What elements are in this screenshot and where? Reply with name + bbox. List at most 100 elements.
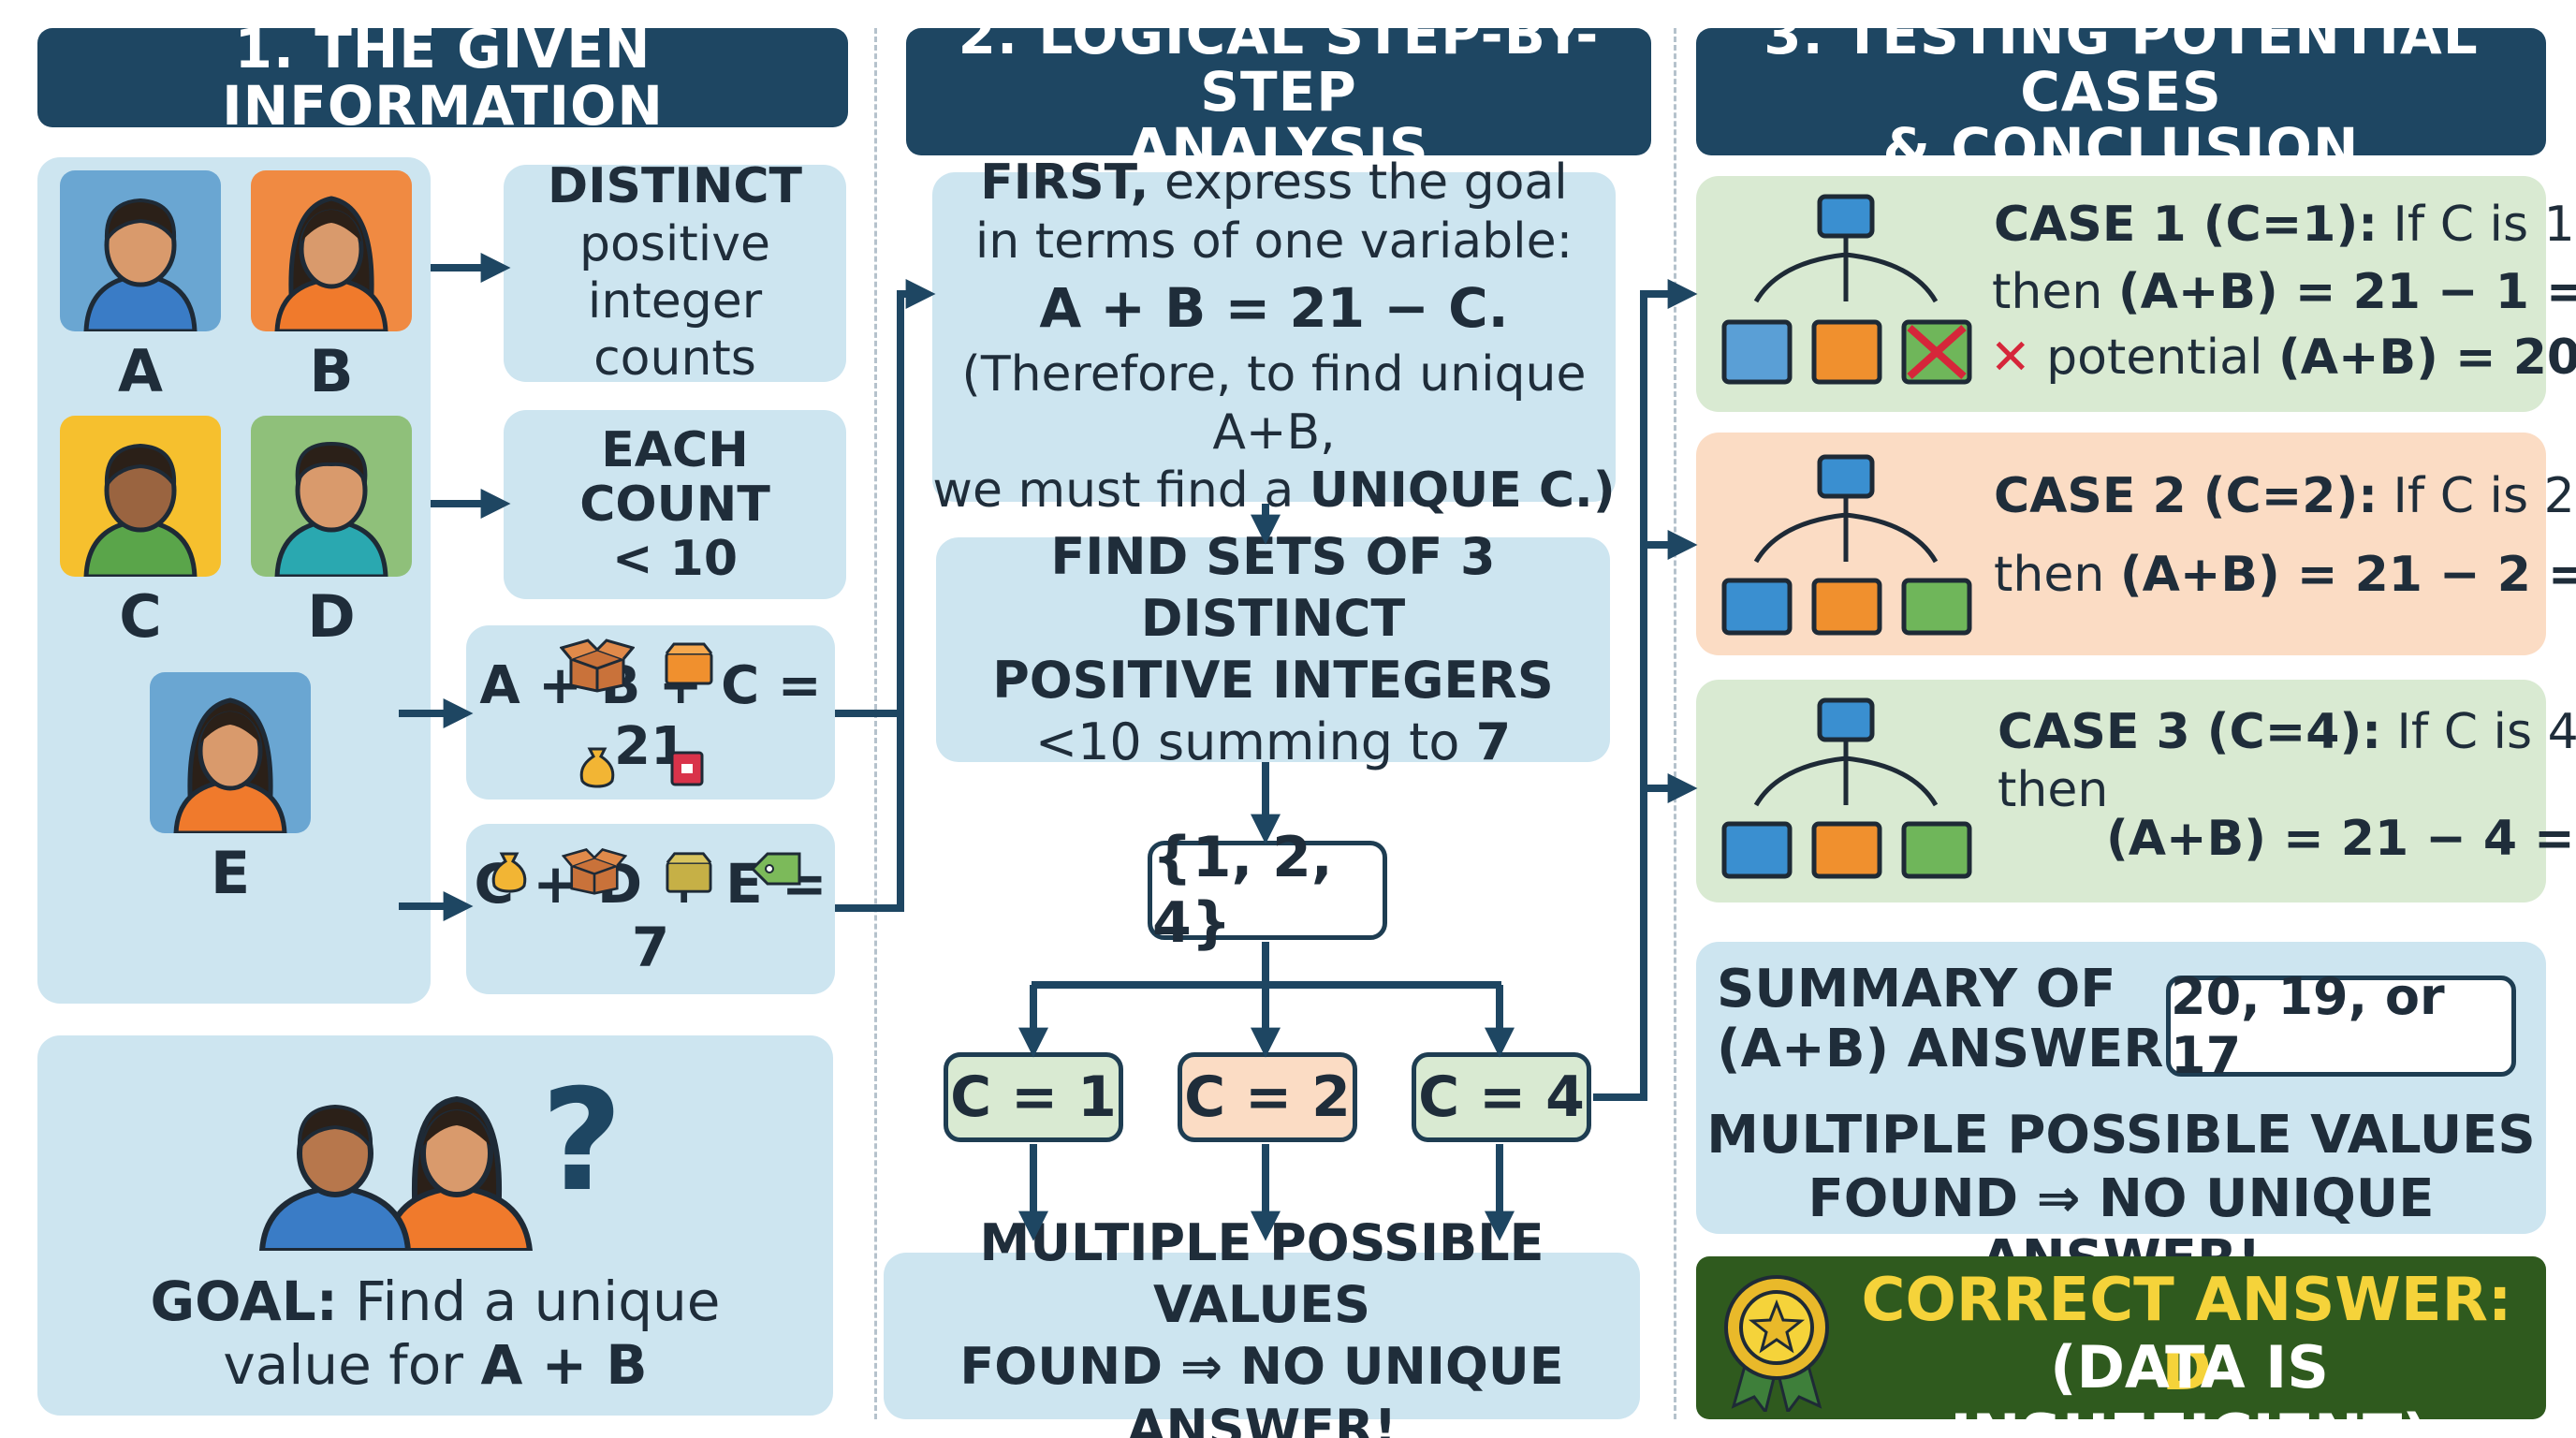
avatar-d — [251, 416, 412, 577]
arrow-to-cases — [1593, 279, 1698, 1101]
award-medal-icon — [1724, 1275, 1829, 1412]
header-given-information: 1. THE GIVEN INFORMATION — [37, 21, 848, 134]
person-icon — [83, 198, 198, 331]
fact-each-count: EACH COUNT < 10 — [504, 410, 846, 599]
fact-distinct: DISTINCT positive integer counts — [504, 158, 846, 387]
case1-line1: CASE 1 (C=1): If C is 1, — [1994, 197, 2576, 253]
correct-answer-panel — [1696, 1256, 2546, 1419]
goal-equation: A + B = 21 − C. — [1039, 276, 1509, 341]
label-b: B — [309, 337, 354, 405]
c4-label: C = 4 — [1418, 1064, 1585, 1130]
header-title-line2: ANALYSIS — [1128, 116, 1429, 181]
case2-if: If C is 2, — [2393, 468, 2576, 524]
goal-line2-pre: value for — [223, 1333, 464, 1397]
answer-line1: CORRECT ANSWER: D — [1861, 1266, 2512, 1404]
tag-icon — [750, 852, 801, 886]
label-d: D — [307, 582, 356, 651]
summary-values: 20, 19, or 17 — [2171, 967, 2445, 1085]
case2-line2: then (A+B) = 21 − 2 = 19. — [1994, 547, 2576, 603]
person-icon — [83, 443, 198, 577]
case2-eq: (A+B) = 21 − 2 = 19. — [2119, 547, 2576, 603]
multiple-values-panel: MULTIPLE POSSIBLE VALUES FOUND ⇒ NO UNIQ… — [884, 1213, 1640, 1438]
money-bag-icon — [579, 747, 615, 788]
case3-if: If C is 4, — [2396, 704, 2576, 760]
summary-values-box: 20, 19, or 17 — [2166, 967, 2516, 1085]
summary-line1: SUMMARY OF — [1717, 959, 2116, 1020]
find-sets-panel: FIND SETS OF 3 DISTINCT POSITIVE INTEGER… — [936, 527, 1610, 771]
case1-if: If C is 1, — [2393, 197, 2576, 253]
case2-title: CASE 2 (C=2): — [1994, 468, 2378, 524]
goal-line2-var: A + B — [480, 1333, 648, 1397]
multi-line2: FOUND ⇒ NO UNIQUE ANSWER! — [959, 1337, 1564, 1438]
header-title-line1: 2. LOGICAL STEP-BY-STEP — [958, 2, 1600, 124]
case3-eq: (A+B) = 21 − 4 = 17. — [2106, 811, 2576, 867]
first-rest: express the goal — [1164, 154, 1568, 212]
fact-each-line3: < 10 — [611, 531, 739, 588]
case3-tree-icon — [1721, 697, 1972, 879]
fact-each-line2: COUNT — [579, 476, 770, 533]
summary-multi-line1: MULTIPLE POSSIBLE VALUES — [1706, 1105, 2536, 1166]
two-people-icon — [258, 1095, 534, 1251]
case2-line1: CASE 2 (C=2): If C is 2, — [1994, 468, 2576, 524]
therefore-line2: we must find a UNIQUE C.) — [932, 462, 1615, 520]
line-eq2-join — [835, 712, 904, 912]
avatar-a — [60, 170, 221, 331]
label-c: C — [119, 582, 162, 651]
red-bag-icon — [670, 751, 704, 786]
goal-label: GOAL: — [150, 1269, 338, 1333]
goal-text: Find a unique — [355, 1269, 721, 1333]
case1-line3: ✕ potential (A+B) = 20. — [1990, 330, 2576, 386]
find-line3-pre: <10 summing to — [1034, 712, 1460, 771]
column-divider — [1674, 28, 1676, 1419]
therefore-line2-pre: we must find a — [932, 462, 1295, 520]
find-line3-bold: 7 — [1475, 712, 1512, 771]
fact-distinct-line1: DISTINCT — [548, 158, 802, 215]
fact-each-line1: EACH — [601, 421, 749, 478]
answer-line2: (DATA IS INSUFFICIENT) — [1950, 1333, 2429, 1438]
c-equals-1-box: C = 1 — [944, 1052, 1123, 1142]
header-title-line1: 3. TESTING POTENTIAL CASES — [1764, 2, 2479, 124]
goal-line1: GOAL: Find a unique — [151, 1269, 721, 1333]
first-bold: FIRST, — [980, 154, 1149, 212]
case3-line2: then — [1998, 762, 2109, 818]
header-title: 1. THE GIVEN INFORMATION — [222, 17, 664, 138]
c-equals-4-box: C = 4 — [1412, 1052, 1591, 1142]
money-bag-icon — [491, 852, 527, 893]
first-line1: FIRST, express the goal — [980, 154, 1568, 212]
label-a: A — [118, 337, 163, 405]
open-box-icon — [560, 638, 635, 693]
case1-potential: potential — [2046, 330, 2263, 386]
open-box-icon — [562, 848, 627, 895]
case3-title: CASE 3 (C=4): — [1998, 704, 2382, 760]
c2-label: C = 2 — [1184, 1064, 1351, 1130]
c1-label: C = 1 — [950, 1064, 1117, 1130]
question-mark-icon: ? — [541, 1060, 623, 1223]
arrow-to-analysis — [835, 279, 936, 717]
first-line2: in terms of one variable: — [974, 213, 1573, 270]
find-line3: <10 summing to 7 — [1035, 712, 1511, 773]
header-title-line2: & CONCLUSION — [1882, 116, 2360, 181]
orange-box-icon — [665, 642, 713, 685]
find-line2: POSITIVE INTEGERS — [992, 651, 1554, 710]
column-divider — [874, 28, 877, 1419]
person-icon — [173, 697, 287, 833]
header-step-by-step-analysis: 2. LOGICAL STEP-BY-STEP ANALYSIS — [906, 6, 1651, 177]
fact-distinct-line3: integer counts — [587, 273, 763, 388]
therefore-line2-bold: UNIQUE C.) — [1309, 462, 1616, 520]
case1-tree-icon — [1721, 194, 1972, 385]
c-equals-2-box: C = 2 — [1178, 1052, 1357, 1142]
person-icon — [274, 441, 388, 577]
header-testing-cases: 3. TESTING POTENTIAL CASES & CONCLUSION — [1696, 6, 2546, 177]
fact-distinct-line2: positive — [579, 215, 770, 272]
set-values: {1, 2, 4} — [1152, 825, 1333, 956]
case2-tree-icon — [1721, 454, 1972, 636]
therefore-line1: (Therefore, to find unique A+B, — [961, 345, 1587, 461]
case1-then: then — [1992, 264, 2103, 320]
x-mark-icon: ✕ — [1990, 330, 2031, 386]
avatar-e — [150, 672, 311, 833]
olive-box-icon — [666, 852, 712, 893]
fact-equation-2: C + D + E = 7 — [466, 824, 835, 994]
avatar-c — [60, 416, 221, 577]
person-icon — [274, 196, 388, 331]
